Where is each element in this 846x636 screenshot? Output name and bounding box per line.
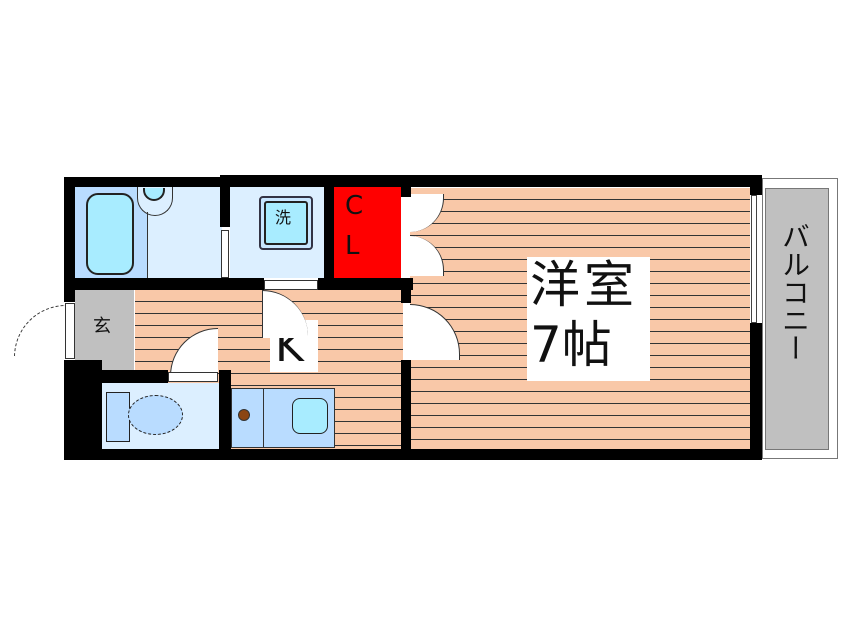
wall-k-room-mid xyxy=(401,278,411,303)
entrance-door[interactable] xyxy=(65,303,75,359)
closet-label-l: L xyxy=(345,231,360,261)
stove-burner-icon xyxy=(238,409,250,421)
entrance-label: 玄 xyxy=(93,316,111,337)
western-room-label-line2: 7帖 xyxy=(530,316,612,374)
washing-machine-inner xyxy=(264,201,308,245)
wall-left-top xyxy=(64,177,75,302)
wall-toilet-top xyxy=(64,370,168,383)
wall-right-lower xyxy=(750,323,762,460)
entrance-door-swing[interactable] xyxy=(14,305,66,357)
balcony xyxy=(765,188,829,450)
wall-top-right xyxy=(220,175,762,187)
closet-label-c: C xyxy=(345,191,364,221)
wall-bottom xyxy=(90,449,762,460)
wall-bath-wash xyxy=(220,177,230,227)
washroom-label: 洗 xyxy=(275,208,292,227)
wash-doorway[interactable] xyxy=(264,280,318,290)
toilet-bowl-icon xyxy=(128,395,183,435)
entrance xyxy=(75,290,134,370)
sink-basin-icon xyxy=(143,188,165,201)
toilet-door[interactable] xyxy=(168,372,218,382)
wall-right xyxy=(750,175,762,195)
wall-toilet-right xyxy=(219,370,231,460)
wall-cl-room xyxy=(401,177,411,197)
western-room-label-line1: 洋室 xyxy=(530,256,638,314)
bathtub-icon xyxy=(86,193,134,275)
wall-k-room-low xyxy=(401,360,411,460)
balcony-window[interactable] xyxy=(751,195,757,323)
toilet-tank-icon xyxy=(106,392,130,442)
wall-bath-bottom xyxy=(64,278,264,290)
kitchen-sink-icon xyxy=(292,398,328,434)
counter-divider xyxy=(263,388,264,448)
wall-top-left xyxy=(64,177,224,187)
closet xyxy=(334,186,401,278)
bath-divider xyxy=(147,212,148,278)
wall-wash-cl xyxy=(324,177,334,287)
bath-door[interactable] xyxy=(221,230,229,278)
western-room-label-bg xyxy=(527,257,650,381)
balcony-label: バルコニー xyxy=(778,222,811,362)
wall-wash-bottom xyxy=(318,278,413,290)
